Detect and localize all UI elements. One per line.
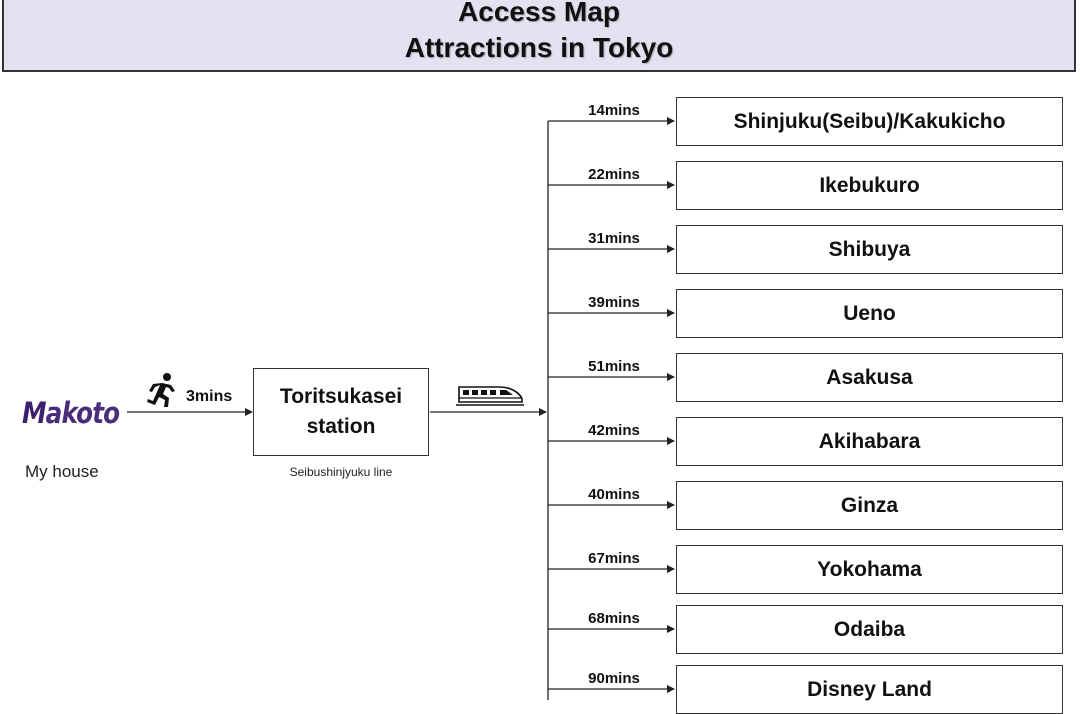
destination-name: Shinjuku(Seibu)/Kakukicho	[733, 109, 1006, 133]
destination-box: Shinjuku(Seibu)/Kakukicho	[676, 97, 1063, 146]
makoto-logo: Makoto	[22, 396, 120, 430]
travel-time-label: 42mins	[588, 422, 640, 439]
destination-name: Asakusa	[826, 365, 913, 389]
travel-time-label: 40mins	[588, 486, 640, 503]
origin-label: My house	[25, 462, 99, 481]
destination-box: Ginza	[676, 481, 1063, 530]
travel-time-label: 14mins	[588, 102, 640, 119]
title-line-1: Access Map	[458, 0, 620, 27]
destination-box: Disney Land	[676, 665, 1063, 714]
travel-time-label: 31mins	[588, 230, 640, 247]
destination-box: Yokohama	[676, 545, 1063, 594]
travel-time-label: 68mins	[588, 610, 640, 627]
travel-time-label: 22mins	[588, 166, 640, 183]
destination-name: Odaiba	[833, 617, 906, 641]
destination-box: Shibuya	[676, 225, 1063, 274]
destination-name: Disney Land	[807, 677, 932, 701]
travel-time-label: 51mins	[588, 358, 640, 375]
destination-box: Asakusa	[676, 353, 1063, 402]
station-name-line-1: Toritsukasei	[279, 385, 403, 408]
destination-name: Ginza	[840, 493, 899, 517]
destination-box: Akihabara	[676, 417, 1063, 466]
station-line-label: Seibushinjyuku line	[289, 465, 393, 479]
destination-box: Ueno	[676, 289, 1063, 338]
destination-name: Yokohama	[817, 557, 922, 581]
title-line-2: Attractions in Tokyo	[404, 32, 674, 63]
running-person-icon	[147, 373, 175, 407]
destination-name: Ikebukuro	[819, 173, 920, 197]
destination-name: Akihabara	[818, 429, 921, 453]
destination-box: Ikebukuro	[676, 161, 1063, 210]
travel-time-label: 67mins	[588, 550, 640, 567]
station-box: Toritsukasei station	[253, 368, 429, 456]
destination-name: Shibuya	[828, 237, 911, 261]
bullet-train-icon	[456, 386, 524, 406]
travel-time-label: 90mins	[588, 670, 640, 687]
walk-time: 3mins	[186, 388, 233, 405]
station-name-line-2: station	[306, 415, 376, 438]
travel-time-label: 39mins	[588, 294, 640, 311]
header: Access Map Attractions in Tokyo	[2, 0, 1076, 72]
destination-name: Ueno	[843, 301, 896, 325]
destination-box: Odaiba	[676, 605, 1063, 654]
